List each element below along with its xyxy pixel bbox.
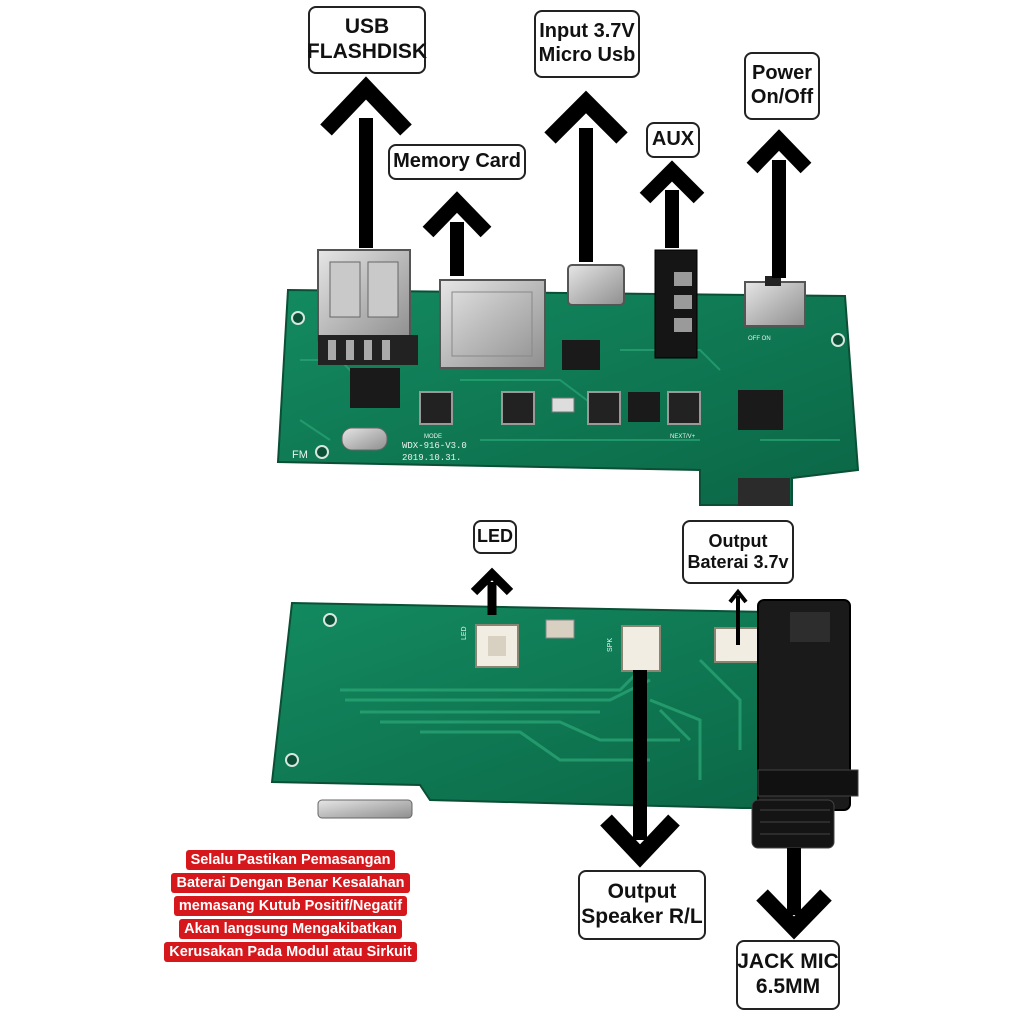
label-jack-mic: JACK MIC 6.5MM	[736, 940, 840, 1010]
warning-line: Akan langsung Mengakibatkan	[179, 919, 402, 939]
power-switch	[744, 276, 806, 327]
top-board: FM WDX-916-V3.0 2019.10.31. MODE NEXT/V+…	[276, 249, 860, 506]
warning-line: Kerusakan Pada Modul atau Sirkuit	[164, 942, 417, 962]
label-output-baterai: Output Baterai 3.7v	[682, 520, 794, 584]
ir-receiver	[738, 390, 783, 430]
tact-buttons	[419, 391, 701, 425]
mic-jack-6-5mm	[751, 599, 859, 849]
silk-model: WDX-916-V3.0	[402, 441, 467, 451]
micro-usb-port	[567, 264, 625, 306]
crystal	[341, 427, 388, 451]
label-aux: AUX	[646, 122, 700, 158]
warning-line: memasang Kutub Positif/Negatif	[173, 896, 408, 916]
label-output-speaker: Output Speaker R/L	[578, 870, 706, 940]
label-led: LED	[473, 520, 517, 554]
label-input-micro-usb: Input 3.7V Micro Usb	[534, 10, 640, 78]
memory-card-slot	[439, 279, 546, 369]
usb-port	[317, 249, 418, 365]
ic-chip-2	[562, 340, 600, 370]
ic-chip	[350, 368, 400, 408]
label-usb-flashdisk: USB FLASHDISK	[307, 6, 427, 74]
silk-spk: SPK	[607, 638, 614, 652]
silk-fm: FM	[292, 449, 308, 461]
warning-line: Selalu Pastikan Pemasangan	[185, 850, 396, 870]
battery-connector-bottom	[738, 478, 790, 506]
speaker-connector	[621, 625, 661, 672]
warning-line: Baterai Dengan Benar Kesalahan	[171, 873, 410, 893]
label-power: Power On/Off	[744, 52, 820, 120]
ic-chip-3	[628, 392, 660, 422]
silk-mode: MODE	[424, 434, 442, 440]
silk-next: NEXT/V+	[670, 434, 696, 440]
arrows	[320, 76, 832, 940]
bottom-board: LED SPK	[270, 599, 859, 849]
aux-jack	[654, 249, 698, 359]
battery-warning: Selalu Pastikan Pemasangan Baterai Denga…	[148, 850, 433, 965]
silk-date: 2019.10.31.	[402, 453, 461, 463]
label-memory-card: Memory Card	[388, 144, 526, 180]
silk-led: LED	[461, 626, 468, 640]
silk-off-on: OFF ON	[748, 336, 771, 342]
